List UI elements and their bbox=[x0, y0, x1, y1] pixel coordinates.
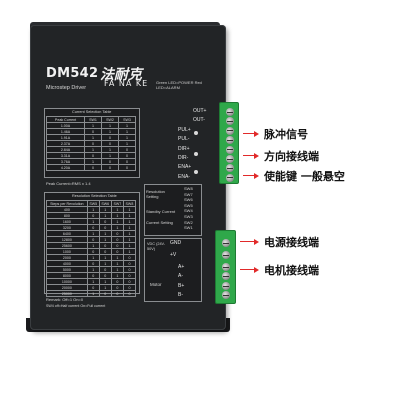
callout-enable: 使能键 一般悬空 bbox=[264, 170, 345, 183]
product-description: Microstep Driver bbox=[46, 85, 87, 91]
direction-arrow-icon bbox=[243, 152, 259, 159]
switch-group-standby: Standby Current bbox=[146, 209, 176, 214]
motor-label: Motor bbox=[150, 282, 162, 287]
power-arrow-icon bbox=[240, 238, 259, 245]
switch-group-resolution: Resolution Setting bbox=[146, 189, 165, 199]
dip-switch-label: SW7 bbox=[184, 191, 193, 197]
callout-pulse: 脉冲信号 bbox=[264, 128, 308, 141]
terminal-screw-icon[interactable] bbox=[226, 136, 234, 145]
terminal-screw-icon[interactable] bbox=[222, 272, 230, 280]
dip-switch-label: SW6 bbox=[184, 197, 193, 203]
terminal-screw-icon[interactable] bbox=[222, 282, 230, 290]
signal-pin-label: OUT+ bbox=[193, 108, 207, 114]
callout-direction: 方向接线端 bbox=[264, 150, 319, 163]
brand-chinese: 法耐克 bbox=[100, 67, 142, 83]
enable-led-icon bbox=[194, 170, 198, 174]
signal-pin-label: ENA- bbox=[178, 173, 190, 180]
dip-switch-label: SW8 bbox=[184, 186, 193, 191]
terminal-screw-icon[interactable] bbox=[226, 108, 234, 116]
signal-pin-label: DIR+ bbox=[178, 145, 190, 152]
peak-current-note: Peak Current=RMS x 1.4 bbox=[46, 181, 91, 186]
terminal-screw-icon[interactable] bbox=[226, 145, 234, 154]
dip-switch-label: SW3 bbox=[184, 213, 193, 219]
led-legend: Green LED=POWER Red LED=ALARM bbox=[156, 80, 202, 90]
power-pin-label: A- bbox=[178, 273, 183, 279]
terminal-screw-icon[interactable] bbox=[222, 291, 230, 299]
signal-pin-label: PUL- bbox=[178, 136, 190, 143]
terminal-screw-icon[interactable] bbox=[226, 117, 234, 126]
table-cell: 0 bbox=[98, 290, 112, 297]
table-cell: 0 bbox=[122, 290, 137, 297]
dip-switch-label: SW2 bbox=[184, 219, 193, 225]
power-pin-label: +V bbox=[170, 252, 177, 258]
table-cell: 25000 bbox=[46, 290, 88, 297]
terminal-screw-icon[interactable] bbox=[226, 164, 234, 173]
callout-motor: 电机接线端 bbox=[264, 264, 319, 277]
sw4-note: SW4 off=Half current On=Full current bbox=[46, 304, 106, 308]
signal-pin-label: ENA+ bbox=[178, 164, 192, 171]
enable-arrow-icon bbox=[243, 172, 259, 179]
terminal-screw-icon[interactable] bbox=[222, 251, 230, 259]
terminal-screw-icon[interactable] bbox=[222, 263, 230, 271]
pulse-arrow-icon bbox=[243, 130, 259, 137]
dip-switch-label: SW5 bbox=[184, 202, 193, 208]
brand-latin: FA NA KE bbox=[104, 79, 149, 88]
step-table-title: Resolution Selection Table bbox=[72, 194, 117, 198]
terminal-screw-icon[interactable] bbox=[226, 126, 234, 135]
table-cell: 4.20A bbox=[45, 164, 86, 171]
callout-power: 电源接线端 bbox=[264, 236, 319, 249]
dip-switch-label: SW4 bbox=[184, 208, 193, 214]
model-name: DM542 bbox=[46, 66, 99, 81]
signal-pin-label: OUT- bbox=[193, 117, 205, 124]
table-cell: 0 bbox=[84, 164, 103, 171]
signal-pin-label: DIR- bbox=[178, 155, 189, 161]
table-cell: 0 bbox=[110, 290, 124, 297]
switch-group-current: Current Setting bbox=[146, 220, 173, 225]
power-pin-label: B- bbox=[178, 292, 183, 298]
power-pin-label: GND bbox=[170, 240, 182, 246]
table-cell: 0 bbox=[101, 164, 119, 171]
dip-switch-label: SW1 bbox=[184, 225, 193, 231]
power-pin-label: B+ bbox=[178, 283, 185, 289]
power-pin-label: A+ bbox=[178, 264, 185, 270]
terminal-screw-icon[interactable] bbox=[226, 155, 234, 163]
vdc-label: VDC (24V-50V) bbox=[147, 242, 166, 251]
table-cell: 0 bbox=[117, 164, 137, 171]
remark-note: Remark: Off=1 On=0 bbox=[46, 297, 84, 302]
current-table-title: Current Selection Table bbox=[72, 110, 112, 114]
terminal-screw-icon[interactable] bbox=[222, 239, 230, 247]
pulse-led-icon bbox=[194, 131, 198, 135]
power-motor-panel bbox=[144, 238, 202, 302]
terminal-screw-icon[interactable] bbox=[226, 173, 234, 182]
switch-legend-panel bbox=[144, 184, 202, 236]
direction-led-icon bbox=[194, 152, 198, 156]
motor-arrow-icon bbox=[240, 266, 259, 273]
table-cell: 1 bbox=[86, 290, 100, 297]
signal-pin-label: PUL+ bbox=[178, 126, 191, 133]
